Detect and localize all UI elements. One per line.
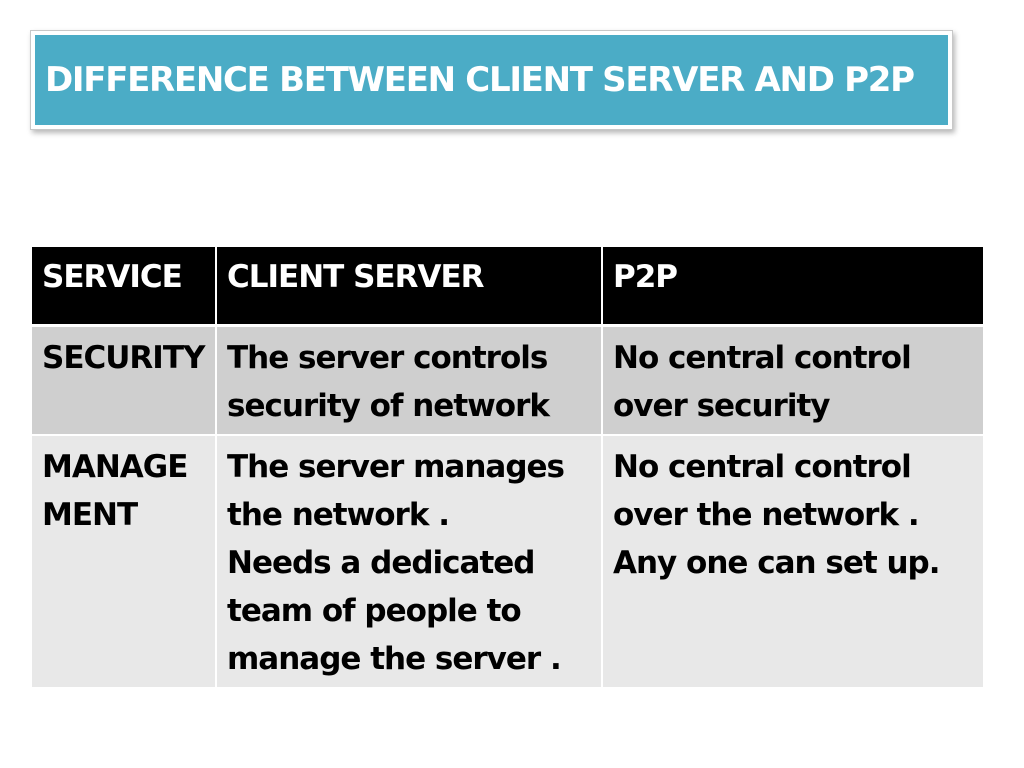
cell-line: the network . xyxy=(227,497,450,533)
cell-service-security: SECURITY xyxy=(32,325,217,436)
slide-title: DIFFERENCE BETWEEN CLIENT SERVER AND P2P xyxy=(45,60,915,100)
cell-line: The server manages xyxy=(227,449,565,485)
cell-line: No central control xyxy=(613,340,912,376)
cell-p2p-management: No central control over the network . An… xyxy=(601,435,985,687)
header-service: SERVICE xyxy=(32,247,217,327)
title-frame: DIFFERENCE BETWEEN CLIENT SERVER AND P2P xyxy=(30,30,953,130)
cell-line: No central control xyxy=(613,449,912,485)
cell-line: over the network . xyxy=(613,497,920,533)
table-row-security: SECURITY The server controls security of… xyxy=(32,325,985,436)
cell-client-server-security: The server controls security of network xyxy=(215,325,603,436)
table-row-management: MANAGE MENT The server manages the netwo… xyxy=(32,435,985,687)
header-client-server: CLIENT SERVER xyxy=(215,247,603,327)
comparison-table: SERVICE CLIENT SERVER P2P SECURITY The s… xyxy=(32,247,985,687)
cell-line: over security xyxy=(613,388,830,424)
cell-line: security of network xyxy=(227,388,550,424)
cell-line: team of people to xyxy=(227,593,522,629)
cell-service-management: MANAGE MENT xyxy=(32,435,217,687)
cell-line: MANAGE xyxy=(42,449,188,485)
title-box: DIFFERENCE BETWEEN CLIENT SERVER AND P2P xyxy=(35,35,948,125)
cell-line: MENT xyxy=(42,497,138,533)
cell-p2p-security: No central control over security xyxy=(601,325,985,436)
cell-line: Needs a dedicated xyxy=(227,545,536,581)
cell-line: manage the server . xyxy=(227,641,562,677)
cell-line: Any one can set up. xyxy=(613,545,941,581)
header-p2p: P2P xyxy=(601,247,985,327)
cell-client-server-management: The server manages the network . Needs a… xyxy=(215,435,603,687)
cell-line: SECURITY xyxy=(42,340,205,376)
table-header-row: SERVICE CLIENT SERVER P2P xyxy=(32,247,985,327)
cell-line: The server controls xyxy=(227,340,548,376)
